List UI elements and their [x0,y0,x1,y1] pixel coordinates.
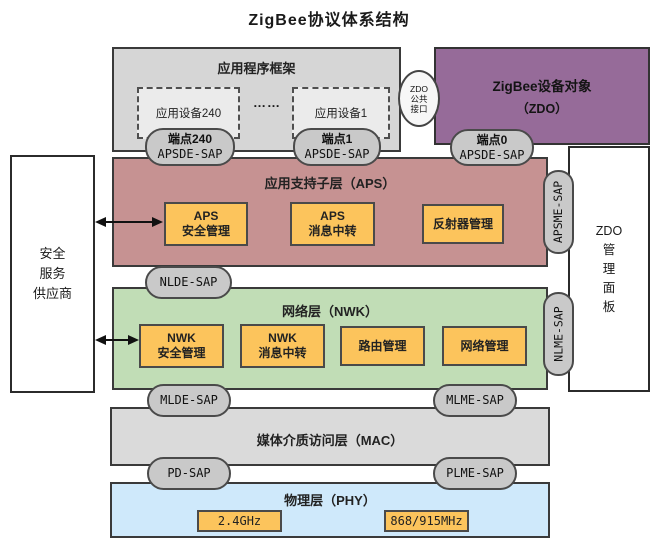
nlme-sap-label: NLME-SAP [551,306,566,362]
mlde-sap-pill: MLDE-SAP [147,384,231,417]
nwk-layer: 网络层（NWK） NWK 安全管理 NWK 消息中转 路由管理 网络管理 [112,287,548,390]
zdo-panel-line4: 面 [602,280,616,295]
security-provider-line2: 服务 [39,266,66,281]
zdo-panel-line2: 管 [602,242,616,257]
nwk-security-module: NWK 安全管理 [139,324,224,368]
endpoint-0-sap: APSDE-SAP [459,147,525,162]
zdo-object-title: ZigBee设备对象 [492,79,592,94]
aps-message-line2: 消息中转 [308,224,357,238]
ellipsis-dots: …… [253,95,281,110]
mac-layer-label: 媒体介质访问层（MAC） [256,433,404,448]
aps-security-line1: APS [193,209,219,223]
zdo-public-interface-line3: 接口 [410,103,428,114]
nlde-sap-pill: NLDE-SAP [145,266,232,299]
band-2-4ghz-label: 2.4GHz [217,514,262,528]
network-management-module: 网络管理 [442,326,527,366]
endpoint-240-sap: APSDE-SAP [157,147,223,161]
zdo-object-box: ZigBee设备对象 （ZDO） [434,47,650,145]
apsme-sap-pill: APSME-SAP [543,170,574,254]
security-provider-line3: 供应商 [32,286,72,301]
pd-sap-pill: PD-SAP [147,457,231,490]
phy-layer: 物理层（PHY） 2.4GHz 868/915MHz [110,482,550,538]
nlde-sap-label: NLDE-SAP [159,275,218,289]
endpoint-0-label: 端点0 [476,132,508,147]
aps-layer-label: 应用支持子层（APS） [264,176,396,191]
nwk-security-line2: 安全管理 [157,346,206,360]
zdo-panel-line5: 板 [602,299,616,314]
aps-message-module: APS 消息中转 [290,202,375,246]
aps-layer: 应用支持子层（APS） APS 安全管理 APS 消息中转 反射器管理 [112,157,548,267]
endpoint-240-label: 端点240 [167,132,213,146]
band-868-915mhz: 868/915MHz [384,510,469,532]
phy-layer-label: 物理层（PHY） [284,493,376,508]
reflector-management-label: 反射器管理 [432,216,493,231]
apsme-sap-label: APSME-SAP [551,180,566,244]
zdo-panel-line3: 理 [602,261,616,276]
app-device-1-label: 应用设备1 [314,108,368,120]
zdo-panel-line1: ZDO [595,223,623,238]
endpoint-1-pill: 端点1 APSDE-SAP [293,128,381,166]
routing-management-label: 路由管理 [358,338,407,353]
zdo-object-subtitle: （ZDO） [516,102,568,116]
band-2-4ghz: 2.4GHz [197,510,282,532]
network-management-label: 网络管理 [460,338,509,353]
endpoint-0-pill: 端点0 APSDE-SAP [450,129,534,166]
endpoint-1-label: 端点1 [321,132,353,146]
mlme-sap-pill: MLME-SAP [433,384,517,417]
nwk-message-line1: NWK [268,331,297,345]
band-868-915mhz-label: 868/915MHz [390,514,463,528]
nwk-security-line1: NWK [167,331,196,345]
app-device-240-label: 应用设备240 [155,108,222,120]
diagram-title: ZigBee协议体系结构 [248,12,410,29]
nwk-layer-label: 网络层（NWK） [281,304,379,319]
zdo-public-interface-line1: ZDO [410,83,428,94]
application-framework-label: 应用程序框架 [217,61,296,76]
routing-management-module: 路由管理 [340,326,425,366]
aps-security-line2: 安全管理 [181,224,230,238]
plme-sap-pill: PLME-SAP [433,457,517,490]
aps-message-line1: APS [320,209,345,223]
zdo-public-interface: ZDO 公共 接口 [398,70,440,127]
mlde-sap-label: MLDE-SAP [160,393,218,407]
zdo-management-panel-box: ZDO 管 理 面 板 [568,146,650,392]
security-provider-line1: 安全 [39,246,66,261]
zdo-public-interface-line2: 公共 [410,93,428,104]
nwk-message-module: NWK 消息中转 [240,324,325,368]
reflector-management-module: 反射器管理 [422,204,504,244]
security-service-provider-box: 安全 服务 供应商 [10,155,95,393]
pd-sap-label: PD-SAP [167,466,211,480]
nlme-sap-pill: NLME-SAP [543,292,574,376]
plme-sap-label: PLME-SAP [446,466,504,480]
endpoint-1-sap: APSDE-SAP [304,147,370,161]
nwk-message-line2: 消息中转 [258,346,307,360]
endpoint-240-pill: 端点240 APSDE-SAP [145,128,235,166]
aps-security-module: APS 安全管理 [164,202,248,246]
mlme-sap-label: MLME-SAP [446,393,504,407]
